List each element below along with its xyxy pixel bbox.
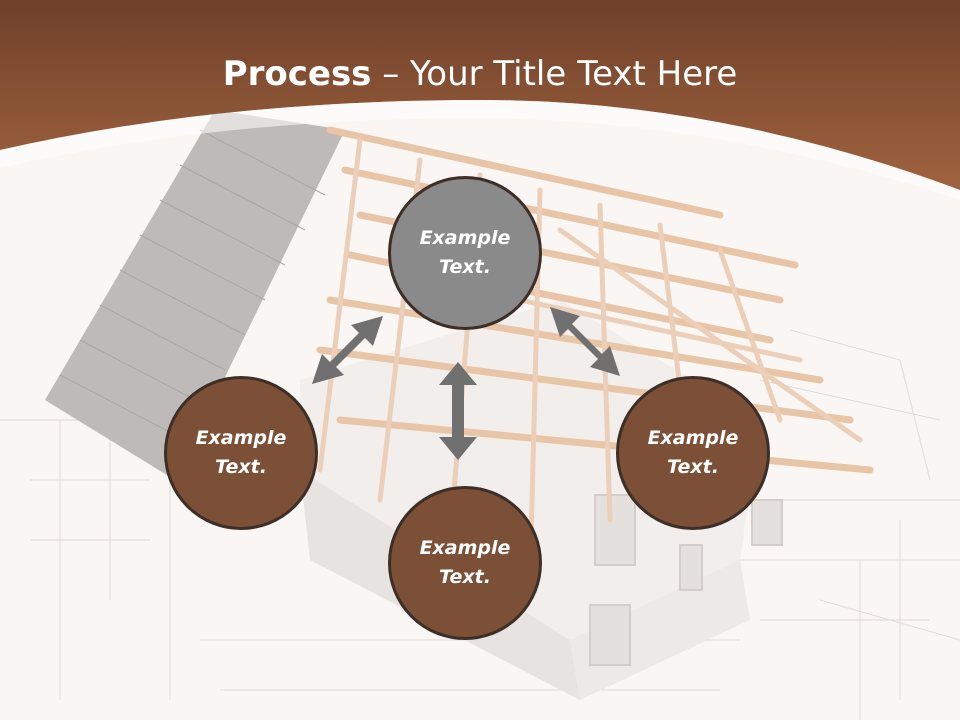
process-node-left-label: Example Text. xyxy=(195,427,287,478)
arrow-top-left xyxy=(312,316,383,384)
process-node-bottom: Example Text. xyxy=(388,486,542,640)
title-bold-text: Process xyxy=(222,54,372,94)
process-node-top: Example Text. xyxy=(388,176,542,330)
process-node-right: Example Text. xyxy=(616,376,770,530)
arrow-top-right xyxy=(550,307,620,376)
arrow-vertical xyxy=(439,362,477,460)
title-rest-text: – Your Title Text Here xyxy=(371,54,738,94)
process-node-bottom-label: Example Text. xyxy=(419,537,511,588)
process-node-left: Example Text. xyxy=(164,376,318,530)
slide-title: Process – Your Title Text Here xyxy=(0,52,960,96)
process-node-right-label: Example Text. xyxy=(647,427,739,478)
process-node-top-label: Example Text. xyxy=(419,227,511,278)
